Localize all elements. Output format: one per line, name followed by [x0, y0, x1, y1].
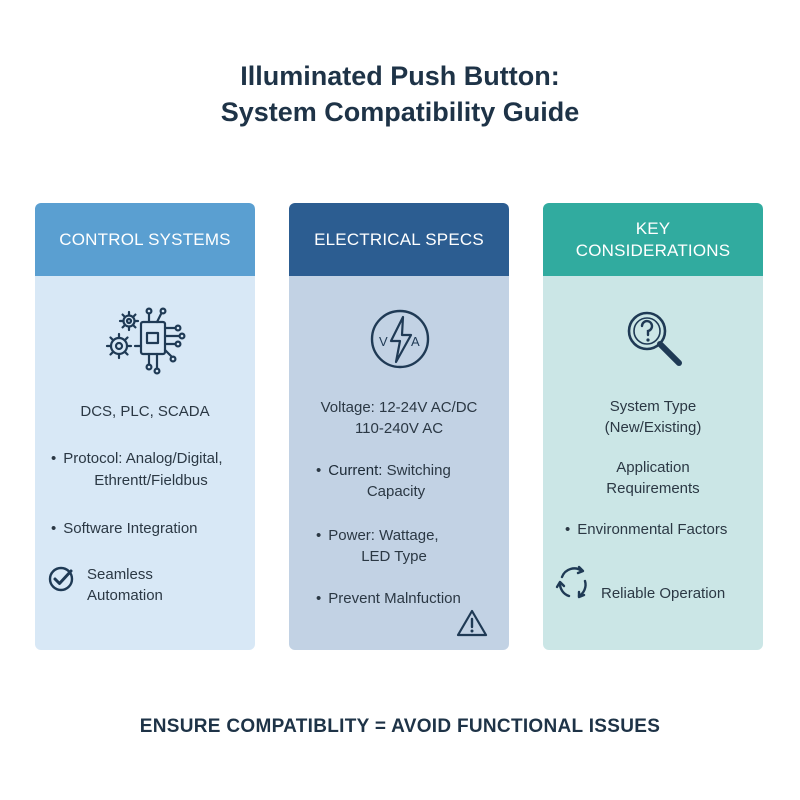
seamless-line1: Seamless	[87, 566, 153, 583]
check-circle-icon	[48, 566, 74, 592]
seamless-line2: Automation	[87, 587, 163, 604]
reliable-operation-label: Reliable Operation	[601, 583, 725, 604]
power-line2: LED Type	[361, 548, 427, 565]
magnifier-question-icon	[627, 311, 682, 366]
volt-symbol: V	[379, 334, 388, 349]
electrical-specs-header: ELECTRICAL SPECS	[289, 203, 509, 276]
voltage-line1: Voltage: 12-24V AC/DC	[320, 399, 478, 416]
current-rest: Switching	[386, 462, 451, 479]
circuit-gears-icon	[105, 307, 186, 375]
power-bullet: Power: Wattage,	[316, 525, 438, 546]
footer-banner: ENSURE COMPATIBLITY = AVOID FUNCTIONAL I…	[139, 716, 661, 737]
prevent-malfunction-bullet: Prevent Malnfuction	[316, 588, 461, 609]
environmental-factors-bullet: Environmental Factors	[565, 519, 727, 540]
system-type-line1: System Type	[609, 398, 697, 415]
electrical-specs-card: ELECTRICAL SPECS V A Voltage: 12-24V AC/…	[289, 203, 509, 650]
key-considerations-header-line1: KEY	[635, 218, 671, 238]
protocol-bullet: Protocol: Analog/Digital,	[51, 448, 222, 469]
reliable-operation-text: Reliable Operation	[601, 585, 726, 602]
key-considerations-header: KEY CONSIDERATIONS	[543, 203, 763, 276]
key-considerations-header-line2: CONSIDERATIONS	[575, 240, 731, 260]
application-line2: Requirements	[606, 480, 700, 497]
refresh-cycle-icon	[554, 644, 555, 645]
current-label: Current:	[328, 462, 383, 479]
amp-symbol: A	[411, 334, 420, 349]
key-considerations-body: System Type (New/Existing) Application R…	[543, 276, 763, 650]
refresh-cycle-icon	[555, 565, 587, 599]
seamless-automation-label: Seamless	[87, 564, 153, 585]
electrical-specs-body: V A Voltage: 12-24V AC/DC 110-240V AC Cu…	[289, 276, 509, 650]
application-line1: Application	[616, 459, 690, 476]
control-systems-heading: DCS, PLC, SCADA	[80, 403, 210, 420]
voltage-amperage-icon: V A	[370, 309, 430, 369]
refresh-cycle-icon	[554, 644, 590, 650]
key-considerations-card: KEY CONSIDERATIONS System Type (New/Exis…	[543, 203, 763, 650]
electrical-specs-header-label: ELECTRICAL SPECS	[314, 229, 484, 249]
control-systems-header: CONTROL SYSTEMS	[35, 203, 255, 276]
current-line2: Capacity	[366, 483, 426, 500]
current-bullet: Current: Switching	[316, 460, 451, 481]
title-line-2: System Compatibility Guide	[220, 97, 580, 127]
page-title: Illuminated Push Button: System Compatib…	[0, 58, 800, 130]
protocol-bullet-line2: Ethrentt/Fieldbus	[94, 472, 208, 489]
voltage-line2: 110-240V AC	[354, 420, 444, 437]
control-systems-body: DCS, PLC, SCADA Protocol: Analog/Digital…	[35, 276, 255, 650]
system-type-line2: (New/Existing)	[604, 419, 702, 436]
control-systems-header-label: CONTROL SYSTEMS	[59, 229, 231, 249]
control-systems-card: CONTROL SYSTEMS	[35, 203, 255, 650]
warning-triangle-icon	[456, 609, 488, 637]
title-line-1: Illuminated Push Button:	[240, 61, 560, 91]
software-integration-bullet: Software Integration	[51, 518, 197, 539]
